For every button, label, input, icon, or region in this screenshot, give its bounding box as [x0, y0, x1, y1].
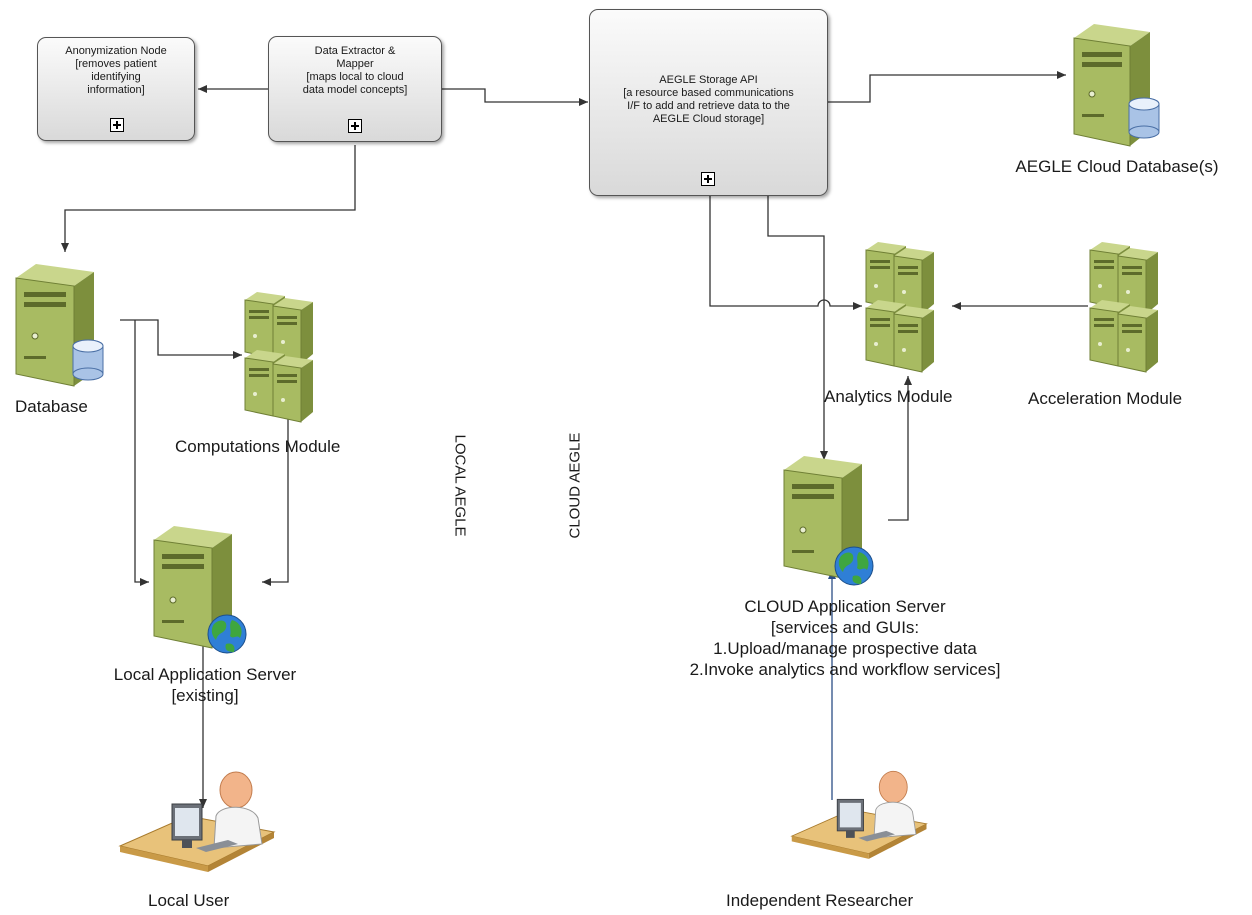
database-label: Database	[15, 397, 88, 416]
computations-cluster-icon[interactable]	[243, 286, 329, 426]
extractor-desc-1: [maps local to cloud	[306, 71, 404, 83]
data-extractor-mapper[interactable]: Data Extractor & Mapper [maps local to c…	[268, 36, 442, 142]
connector-extractor-to-storage-api	[442, 88, 588, 106]
local-app-note: [existing]	[171, 686, 239, 705]
connector-cloud-app-to-analytics	[888, 376, 912, 521]
cloud-database-label: AEGLE Cloud Database(s)	[1015, 157, 1219, 176]
acceleration-label: Acceleration Module	[1028, 389, 1183, 408]
storage-api-desc-3: AEGLE Cloud storage]	[652, 113, 765, 125]
anonymization-title: Anonymization Node	[65, 45, 167, 57]
extractor-title: Data Extractor &	[314, 45, 396, 57]
cloud-database-server-icon[interactable]	[1068, 20, 1163, 150]
local-aegle-region-label: LOCAL AEGLE	[451, 434, 469, 537]
local-user-label: Local User	[148, 891, 230, 910]
analytics-cluster-icon[interactable]	[864, 236, 950, 376]
expand-icon[interactable]	[110, 118, 124, 132]
cloud-app-label: CLOUD Application Server [services and G…	[628, 596, 1062, 680]
connector-database-to-local-app	[134, 320, 149, 586]
connector-extractor-to-database	[61, 145, 356, 252]
extractor-desc-2: data model concepts]	[302, 84, 408, 96]
cloud-app-note-2: 1.Upload/manage prospective data	[713, 639, 977, 658]
local-user-icon[interactable]	[118, 768, 278, 878]
analytics-label: Analytics Module	[824, 387, 953, 406]
connector-computations-to-local-app	[262, 400, 289, 586]
cloud-app-note-1: [services and GUIs:	[770, 618, 920, 637]
cloud-app-title: CLOUD Application Server	[744, 597, 946, 616]
expand-icon[interactable]	[701, 172, 715, 186]
local-app-label: Local Application Server [existing]	[60, 664, 350, 706]
local-app-title: Local Application Server	[113, 665, 297, 684]
connector-database-to-computations	[120, 319, 242, 359]
database-server-icon[interactable]	[10, 260, 108, 390]
extractor-title-2: Mapper	[336, 58, 374, 70]
anonymization-desc-1: [removes patient	[75, 58, 157, 70]
connector-storage-api-to-analytics	[709, 196, 862, 310]
cloud-app-server-icon[interactable]	[778, 452, 878, 592]
cloud-app-note-3: 2.Invoke analytics and workflow services…	[689, 660, 1001, 679]
storage-api-desc-2: I/F to add and retrieve data to the	[627, 100, 790, 112]
computations-label: Computations Module	[175, 437, 341, 456]
cloud-aegle-region-label: CLOUD AEGLE	[566, 432, 584, 539]
researcher-label: Independent Researcher	[726, 891, 914, 910]
connector-storage-api-to-cloud-app	[767, 196, 828, 460]
storage-api-desc-1: [a resource based communications	[623, 87, 794, 99]
aegle-storage-api[interactable]: AEGLE Storage API [a resource based comm…	[589, 9, 828, 196]
connector-storage-api-to-cloud-db	[828, 71, 1066, 103]
storage-api-title: AEGLE Storage API	[659, 74, 758, 86]
expand-icon[interactable]	[348, 119, 362, 133]
anonymization-node[interactable]: Anonymization Node [removes patient iden…	[37, 37, 195, 141]
researcher-icon[interactable]	[790, 766, 930, 866]
acceleration-cluster-icon[interactable]	[1088, 236, 1174, 376]
local-app-server-icon[interactable]	[148, 522, 248, 662]
anonymization-desc-2: identifying	[91, 71, 141, 83]
anonymization-desc-3: information]	[87, 84, 145, 96]
